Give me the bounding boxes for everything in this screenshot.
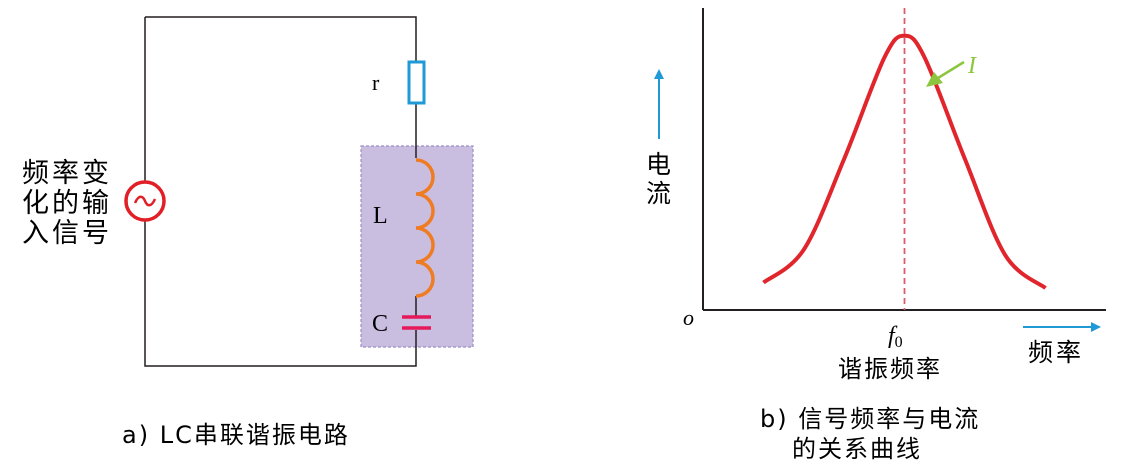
- chart-caption-line-2: 的关系曲线: [792, 435, 922, 463]
- origin-label: o: [683, 305, 694, 330]
- x-axis-label: 频率: [1028, 338, 1084, 367]
- resistor-symbol: [407, 60, 426, 105]
- y-axis-label-char-1: 电: [646, 150, 671, 179]
- current-curve: [762, 33, 1047, 290]
- capacitor-symbol: [402, 315, 431, 330]
- chart-caption-line-1: b) 信号频率与电流: [760, 405, 980, 433]
- resonance-frequency-label: 谐振频率: [838, 355, 942, 383]
- resonance-tick-subscript: 0: [895, 334, 903, 351]
- inductor-label: L: [373, 203, 388, 229]
- y-axis-label-char-2: 流: [646, 179, 671, 208]
- circuit-caption: a) LC串联谐振电路: [122, 421, 350, 449]
- curve-label: I: [967, 53, 977, 79]
- circuit-wire: [144, 16, 417, 367]
- source-label-line-2: 化的输: [22, 188, 112, 219]
- source-label-line-3: 入信号: [22, 218, 112, 249]
- resistor-label: r: [372, 70, 380, 95]
- resonance-tick-label: f0: [888, 323, 903, 351]
- capacitor-label: C: [372, 311, 388, 337]
- curve-pointer-arrow: [926, 60, 965, 87]
- lc-highlight-box: [360, 145, 474, 348]
- resonance-tick-f: f: [888, 323, 898, 349]
- lc-circuit: r L C 频率变 化的输 入信号 a) LC串联谐振电路: [22, 16, 474, 449]
- inductor-coil: [415, 158, 435, 298]
- ac-source-icon: [124, 180, 166, 222]
- resonance-chart: I 电 流 o f0 谐振频率 频率 b) 信号频率与电流 的关系曲线: [646, 8, 1106, 463]
- source-label-line-1: 频率变: [22, 158, 112, 189]
